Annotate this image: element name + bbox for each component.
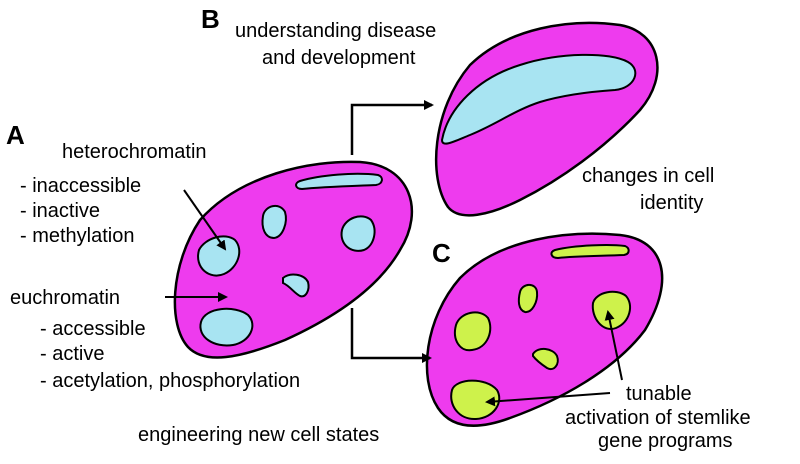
panel-c-annotation-line-1: tunable [626,383,692,405]
arrow-a-to-c [350,308,432,363]
panel-c-annotation-line-2: activation of stemlike [565,407,751,429]
euchromatin-label: euchromatin [10,287,120,309]
panel-b-caption-line-1: changes in cell [582,165,714,187]
cell-a-heterochromatin-1 [197,235,241,277]
cell-c-activated-5 [450,379,501,421]
panel-c-letter: C [432,238,451,268]
hetero-prop-inaccessible: - inaccessible [20,175,141,197]
cell-c-activated-1 [454,311,492,352]
panel-b-letter: B [201,4,220,34]
hetero-prop-methylation: - methylation [20,225,135,247]
panel-c-caption: engineering new cell states [138,424,379,446]
arrow-a-to-b [350,100,434,155]
eu-prop-acetylation-phosphorylation: - acetylation, phosphorylation [40,370,300,392]
hetero-prop-inactive: - inactive [20,200,100,222]
heterochromatin-label: heterochromatin [62,141,207,163]
cell-a-heterochromatin-3 [340,215,376,252]
panel-b-title-line-2: and development [262,47,416,69]
cell-c-activated-3 [591,290,632,330]
cell-b [434,21,659,217]
cell-c-peripheral-region [550,244,630,260]
cell-a-heterochromatin-2 [261,204,287,240]
panel-c-annotation-line-3: gene programs [598,430,733,452]
cell-c-activated-4 [532,348,559,370]
eu-prop-active: - active [40,343,104,365]
cell-c-activated-2 [517,283,539,314]
panel-b-title-line-1: understanding disease [235,20,436,42]
cell-b-heterochromatin [440,53,637,145]
cell-a-peripheral-heterochromatin [295,172,383,191]
panel-b-caption-line-2: identity [640,192,703,214]
cell-c-body [425,232,664,427]
cell-a-heterochromatin-4 [282,273,310,298]
cell-a [173,160,414,359]
heterochromatin-pointer [183,189,227,251]
cell-a-heterochromatin-5 [199,307,254,347]
eu-prop-accessible: - accessible [40,318,146,340]
activation-pointer-upper [604,310,623,381]
cell-c [425,232,664,427]
activation-pointer-lower [485,392,611,407]
panel-a-letter: A [6,120,25,150]
